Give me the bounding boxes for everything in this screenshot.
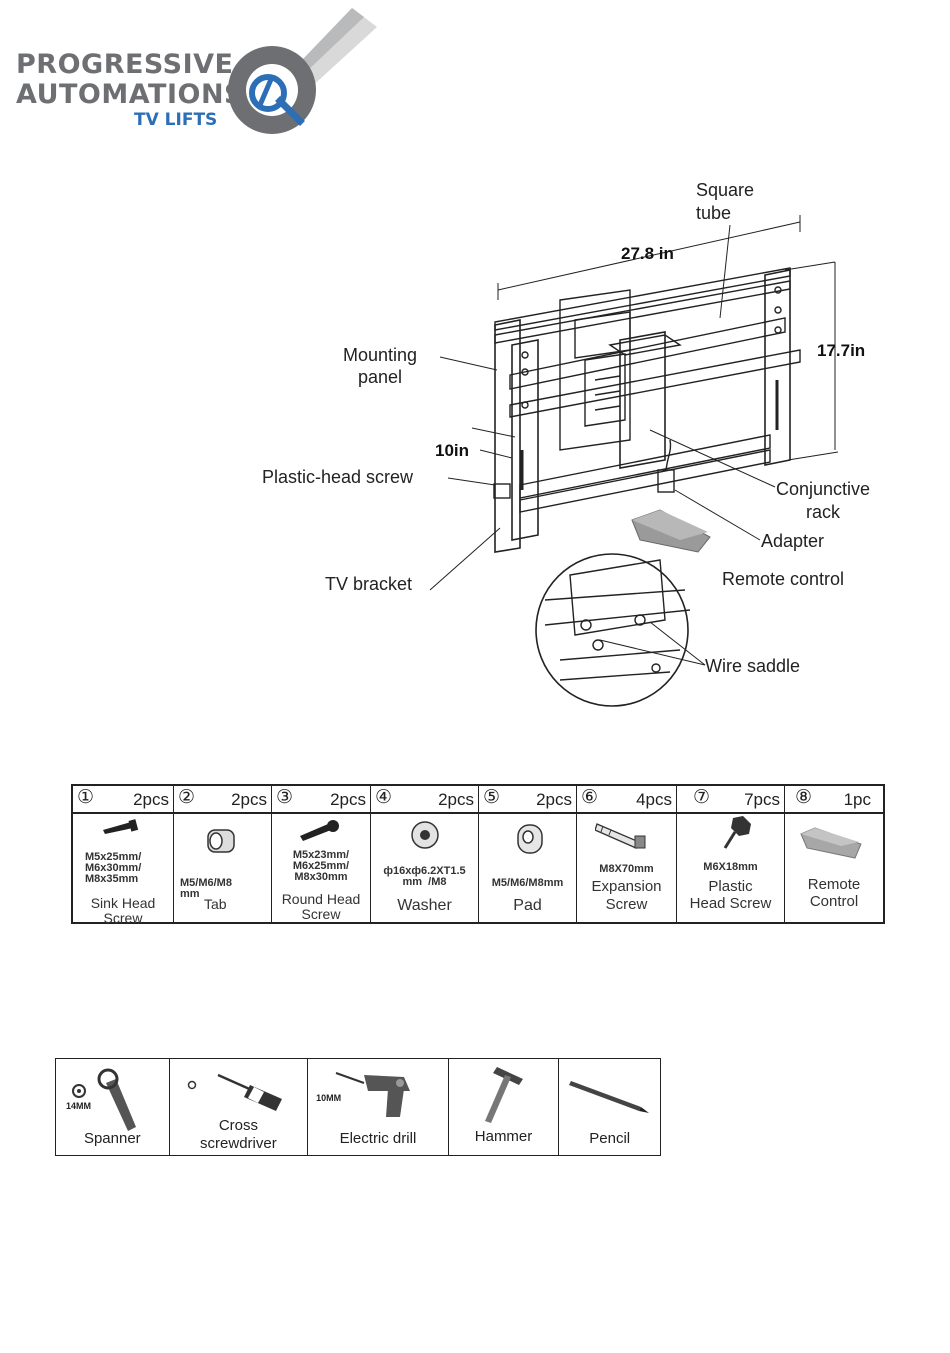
part-number: ④ <box>375 787 393 808</box>
remote-control-icon <box>631 509 711 553</box>
tools-table: 14MM Spanner Cross screwdriver 10MM Elec… <box>55 1058 661 1156</box>
tool-name: Electric drill <box>339 1130 417 1147</box>
part-cell: ② 2pcs M5/M6/M8 mm Tab <box>174 786 272 922</box>
part-spec: M5/M6/M8 mm <box>180 877 232 900</box>
pad-icon <box>517 824 543 854</box>
tool-cell: Pencil <box>559 1059 660 1155</box>
washer-icon <box>411 821 439 849</box>
part-number: ⑥ <box>581 787 599 808</box>
mount-diagram <box>429 215 839 707</box>
part-name: Tab <box>204 896 227 912</box>
tool-name: Spanner <box>83 1130 141 1147</box>
part-number: ⑦ <box>693 787 711 808</box>
part-quantity: 4pcs <box>636 790 672 809</box>
part-spec: M5x25mm/ M6x30mm/ M8x35mm <box>85 851 142 885</box>
screw-icon <box>300 820 339 841</box>
part-name: Sink Head Screw <box>90 895 156 926</box>
part-name: Round Head Screw <box>281 891 361 922</box>
tab-icon <box>207 829 235 853</box>
part-spec: M6X18mm <box>703 861 758 873</box>
dim-width: 27.8 in <box>621 244 674 263</box>
tool-cell: 14MM Spanner <box>56 1059 170 1155</box>
part-number: ⑧ <box>795 787 813 808</box>
part-number: ⑤ <box>483 787 501 808</box>
part-name: Washer <box>397 897 452 914</box>
tool-name: Pencil <box>589 1130 631 1147</box>
hammer-icon <box>484 1067 523 1123</box>
part-number: ② <box>178 787 196 808</box>
tool-size: 10MM <box>316 1093 342 1103</box>
tool-cell: Hammer <box>449 1059 560 1155</box>
part-spec: ф16xф6.2XT1.5 mm /M8 <box>383 865 466 888</box>
dim-height: 17.7in <box>817 341 866 360</box>
part-quantity: 2pcs <box>231 790 267 809</box>
screw-icon <box>103 819 139 834</box>
parts-table: ① 2pcs M5x25mm/ M6x30mm/ M8x35mm Sink He… <box>71 784 885 926</box>
expansion-screw-icon <box>595 823 646 849</box>
logo: PROGRESSIVE AUTOMATIONS TV LIFTS <box>12 5 382 140</box>
plastic-head-screw-icon <box>723 816 751 849</box>
part-number: ③ <box>276 787 294 808</box>
label-plastic-head-screw: Plastic-head screw <box>262 467 414 487</box>
part-cell: ⑥ 4pcs M8X70mm Expansion Screw <box>577 786 677 922</box>
tool-name: Hammer <box>474 1128 533 1145</box>
part-cell: ⑤ 2pcs M5/M6/M8mm Pad <box>479 786 577 922</box>
part-quantity: 7pcs <box>744 790 780 809</box>
label-conjunctive-rack: Conjunctive rack <box>776 479 871 522</box>
part-number: ① <box>77 787 95 808</box>
logo-line-2: AUTOMATIONS <box>16 79 244 110</box>
part-name: Pad <box>513 897 542 914</box>
tool-cell: 10MM Electric drill <box>308 1059 449 1155</box>
remote-control-icon <box>800 827 862 859</box>
part-quantity: 1pc <box>843 790 871 809</box>
label-remote-control: Remote control <box>722 569 845 589</box>
tool-cell: Cross screwdriver <box>170 1059 309 1155</box>
part-cell: ③ 2pcs M5x23mm/ M6x25mm/ M8x30mm Round H… <box>272 786 371 922</box>
logo-line-1: PROGRESSIVE <box>16 49 234 80</box>
part-spec: M5x23mm/ M6x25mm/ M8x30mm <box>292 849 350 883</box>
label-adapter: Adapter <box>761 531 825 551</box>
part-quantity: 2pcs <box>133 790 169 809</box>
label-mounting-panel: Mounting panel <box>343 345 418 387</box>
part-spec: M5/M6/M8mm <box>491 877 564 889</box>
part-quantity: 2pcs <box>330 790 366 809</box>
label-wire-saddle: Wire saddle <box>705 656 801 676</box>
part-cell: ⑦ 7pcs M6X18mm Plastic Head Screw <box>677 786 785 922</box>
part-name: Expansion Screw <box>591 878 662 913</box>
label-tv-bracket: TV bracket <box>325 574 413 594</box>
part-cell: ① 2pcs M5x25mm/ M6x30mm/ M8x35mm Sink He… <box>73 786 174 926</box>
part-name: Plastic Head Screw <box>689 878 772 912</box>
tool-size: 14MM <box>66 1101 92 1111</box>
part-spec: M8X70mm <box>599 863 654 875</box>
logo-wrench-icon <box>228 8 377 134</box>
screwdriver-icon <box>187 1073 282 1111</box>
label-square-tube: Square tube <box>696 180 755 223</box>
part-quantity: 2pcs <box>438 790 474 809</box>
dim-depth: 10in <box>435 441 470 460</box>
part-name: Remote Control <box>807 876 861 910</box>
drill-icon <box>335 1072 411 1117</box>
part-cell: ⑧ 1pc Remote Control <box>785 786 883 922</box>
tool-name: Cross screwdriver <box>200 1117 277 1152</box>
pencil-icon <box>569 1081 650 1113</box>
part-quantity: 2pcs <box>536 790 572 809</box>
logo-line-3: TV LIFTS <box>134 110 218 130</box>
spanner-icon <box>72 1068 136 1131</box>
part-cell: ④ 2pcs ф16xф6.2XT1.5 mm /M8 Washer <box>371 786 479 922</box>
